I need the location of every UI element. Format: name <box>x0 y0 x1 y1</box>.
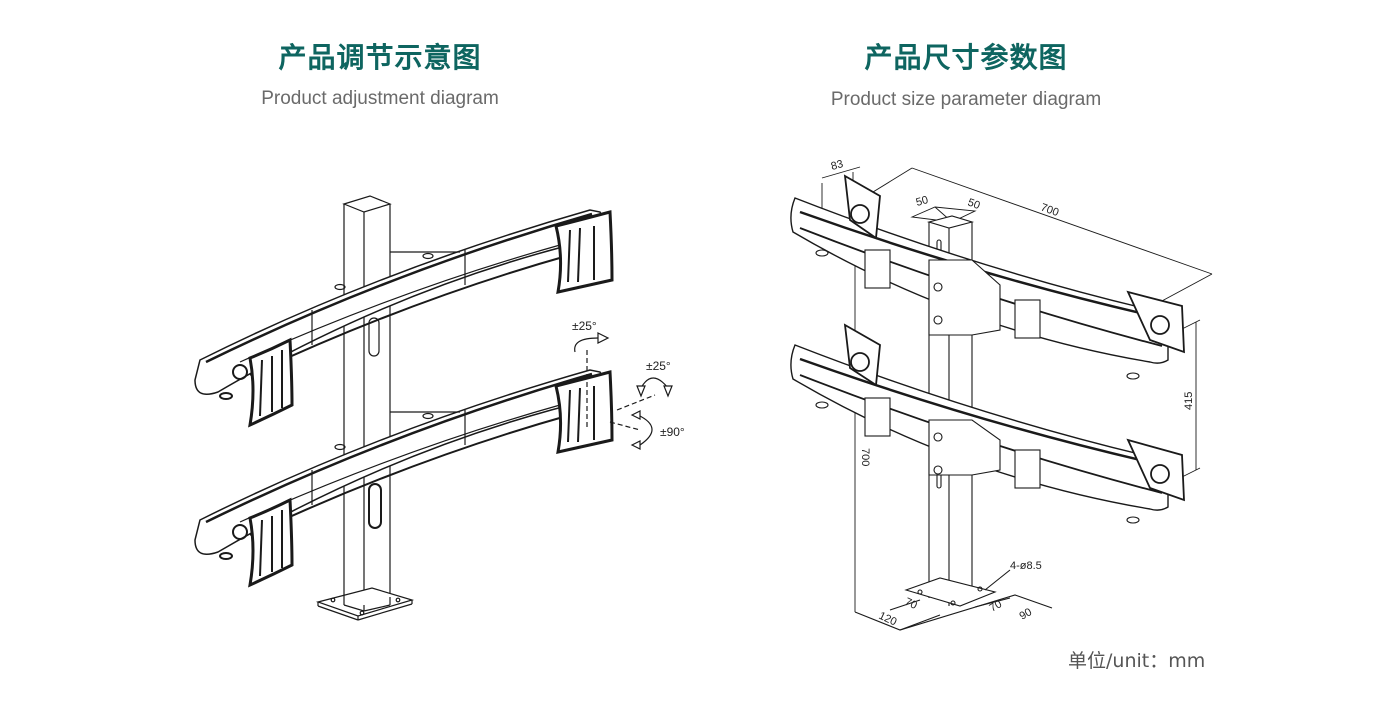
dim-base-hole-w: 70 <box>903 596 919 612</box>
left-title-cn: 产品调节示意图 <box>278 41 482 74</box>
swivel-angle-label: ±25° <box>572 319 597 333</box>
right-title-cn: 产品尺寸参数图 <box>864 41 1068 74</box>
unit-label: 单位/unit：mm <box>1068 650 1206 672</box>
base-plate <box>315 587 415 621</box>
base-plate-right <box>854 569 1053 631</box>
lower-arm-right <box>790 344 1169 524</box>
left-title-en: Product adjustment diagram <box>261 88 499 109</box>
tilt-angle-label: ±25° <box>646 359 671 373</box>
dim-holes: 4-ø8.5 <box>1010 560 1042 572</box>
vesa-plate-lower-left <box>219 497 294 588</box>
dim-arm-length: 700 <box>1039 202 1060 220</box>
dim-base-d: 90 <box>1018 606 1035 623</box>
dim-post-w: 50 <box>915 194 930 209</box>
rotate-angle-label: ±90° <box>660 425 685 439</box>
dim-height: 700 <box>859 448 871 466</box>
dim-base-hole-d: 70 <box>988 598 1005 615</box>
vesa-plates-right <box>843 174 1185 502</box>
rotate-arrow-icon <box>609 410 653 450</box>
dim-arm-spacing: 415 <box>1183 392 1195 410</box>
vesa-plate-upper-right <box>554 210 614 294</box>
swivel-arrow-icon <box>574 332 610 430</box>
right-title-en: Product size parameter diagram <box>830 89 1102 110</box>
dim-post-d: 50 <box>966 197 982 212</box>
vesa-plate-lower-right <box>554 370 614 454</box>
tilt-arrow-icon <box>616 377 673 411</box>
vesa-plate-upper-left <box>219 337 294 428</box>
upper-arm-right <box>790 197 1169 380</box>
post <box>342 195 392 605</box>
dim-base-w: 120 <box>877 610 899 629</box>
dim-plate-width: 83 <box>830 158 845 173</box>
